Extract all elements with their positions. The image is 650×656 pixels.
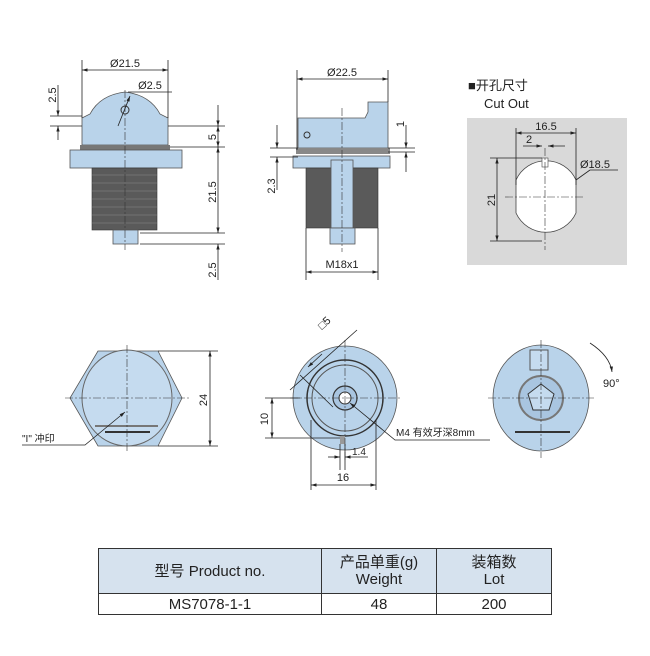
dim-dia-22-5: Ø22.5 xyxy=(327,67,357,79)
cut-out-height: 21 xyxy=(486,194,498,206)
header-weight-en: Weight xyxy=(355,571,403,588)
header-lot-cn: 装箱数 xyxy=(471,554,517,571)
m4-thread-note: M4 有效牙深8mm xyxy=(396,426,475,439)
dim-body-5: 5 xyxy=(207,134,219,140)
cut-out-view: ■开孔尺寸 Cut Out 16.5 2 Ø18.5 21 xyxy=(467,78,627,265)
header-lot-en: Lot xyxy=(483,571,505,588)
dim-dia-21-5: Ø21.5 xyxy=(110,58,140,70)
front-view: 24 "I" 冲印 xyxy=(22,345,218,452)
cut-out-key: 2 xyxy=(526,134,532,146)
dim-pin-1-4: 1.4 xyxy=(352,447,366,458)
dim-height-24: 24 xyxy=(198,394,210,406)
table-row: MS7078-1-1 48 200 xyxy=(98,593,552,615)
side-view-2: Ø22.5 2.3 1 M18x1 xyxy=(266,67,415,280)
header-product-no: 型号 Product no. xyxy=(98,548,322,594)
rotation-angle: 90° xyxy=(603,378,620,390)
dim-offset-10: 10 xyxy=(259,413,271,425)
dim-m18x1: M18x1 xyxy=(325,259,358,271)
dim-dome-2-5: 2.5 xyxy=(47,87,59,102)
cell-product-no: MS7078-1-1 xyxy=(98,593,322,615)
cut-out-title-en: Cut Out xyxy=(484,96,529,111)
header-product-no-text: 型号 Product no. xyxy=(154,562,266,580)
dim-width-16: 16 xyxy=(337,472,349,484)
dim-thread-21-5: 21.5 xyxy=(207,181,219,202)
dim-flange-2-3: 2.3 xyxy=(266,178,278,193)
side-view-1: Ø21.5 Ø2.5 2.5 5 21.5 2.5 xyxy=(47,58,225,280)
cell-weight: 48 xyxy=(321,593,437,615)
header-weight-cn: 产品单重(g) xyxy=(339,554,419,571)
dim-stem-2-5: 2.5 xyxy=(207,262,219,277)
rotation-view: 90° xyxy=(488,340,620,458)
cell-lot: 200 xyxy=(436,593,552,615)
rear-view: □5 10 M4 有效牙深8mm 1.4 16 xyxy=(259,315,490,490)
stamp-mark-label: "I" 冲印 xyxy=(22,432,55,445)
dim-square-5: □5 xyxy=(316,315,334,332)
dim-gap-1: 1 xyxy=(395,121,407,127)
cut-out-title-cn: ■开孔尺寸 xyxy=(468,78,528,93)
dim-dia-2-5: Ø2.5 xyxy=(138,80,162,92)
cut-out-width: 16.5 xyxy=(535,121,556,133)
header-weight: 产品单重(g)Weight xyxy=(321,548,437,594)
cut-out-diameter: Ø18.5 xyxy=(580,159,610,171)
